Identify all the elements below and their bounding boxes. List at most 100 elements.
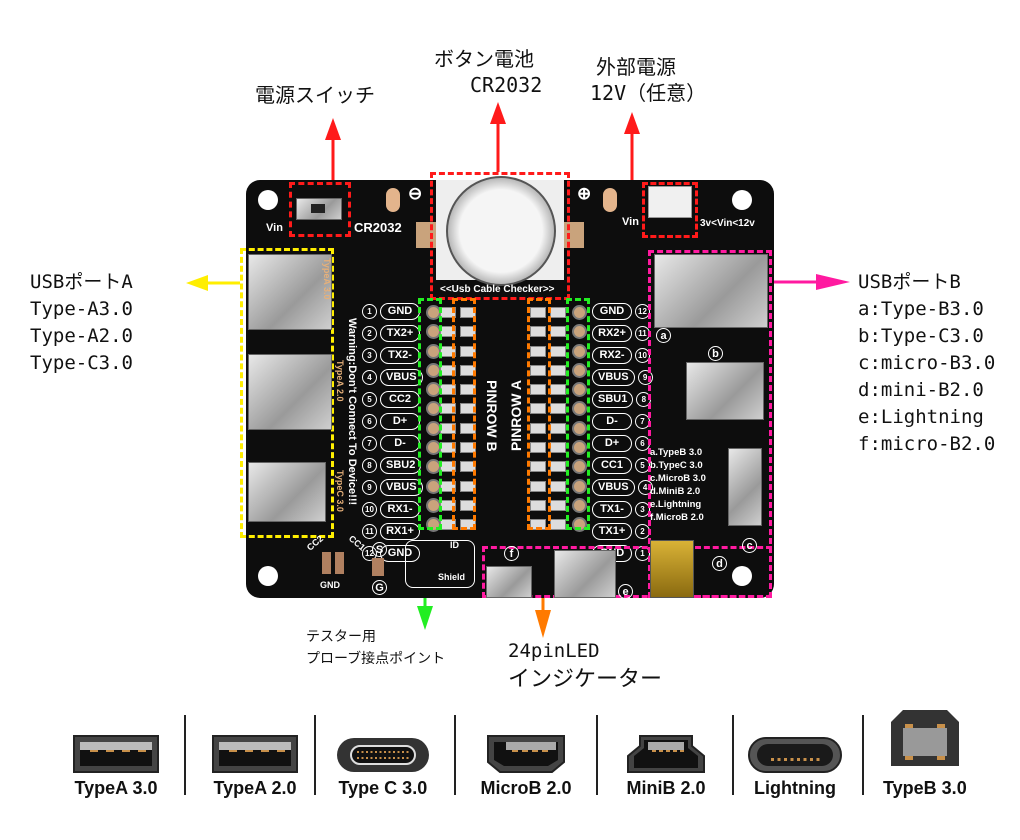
- lightning-port[interactable]: [554, 550, 616, 598]
- usb-port-a-highlight: [240, 248, 334, 538]
- silk-type-a-2-0: TypeA 2.0: [335, 360, 345, 402]
- micro-b-3-0-port[interactable]: [728, 448, 762, 526]
- mini-b-2-0-port[interactable]: [650, 540, 694, 598]
- port-letter-c: c: [742, 538, 757, 553]
- connector-label: MiniB 2.0: [626, 778, 706, 798]
- usb-type-b-icon: [875, 708, 975, 772]
- power-switch[interactable]: [296, 198, 342, 220]
- gnd-label: GND: [320, 580, 340, 590]
- probe-pad[interactable]: [572, 305, 587, 320]
- probe-pad-cell: [572, 420, 587, 440]
- probe-pad[interactable]: [572, 440, 587, 456]
- plus-icon: ⊕: [577, 184, 592, 203]
- led-indicator: [530, 364, 546, 376]
- led-indicator: [550, 461, 566, 473]
- type-b-3-0-port[interactable]: [654, 254, 768, 328]
- pin-number: 5: [362, 391, 377, 407]
- pin-number: 4: [362, 369, 377, 385]
- probe-pad[interactable]: [572, 324, 587, 340]
- probe-pad[interactable]: [572, 382, 587, 398]
- sg-pad: [372, 558, 384, 576]
- external-power-connector[interactable]: [648, 186, 692, 218]
- g-label: G: [372, 580, 387, 595]
- pin-name: VBUS: [380, 478, 423, 496]
- power-switch-arrow: [325, 118, 341, 185]
- led-indicator: [550, 403, 566, 415]
- connector-separator: [454, 715, 456, 795]
- pin-label-row: RX2+11: [592, 322, 656, 344]
- led-indicator: [530, 422, 546, 434]
- switch-vin-label: Vin: [266, 222, 283, 234]
- type-a-3-0-port[interactable]: [248, 254, 332, 330]
- pin-label-row: RX2-10: [592, 344, 656, 366]
- pin-name: TX2-: [380, 346, 420, 364]
- usb-port-a-line: Type-C3.0: [30, 352, 133, 374]
- probe-pad[interactable]: [572, 401, 587, 417]
- probe-pad-cell: [572, 478, 587, 498]
- probe-pad[interactable]: [572, 343, 587, 359]
- battery-callout-subtitle: CR2032: [470, 73, 543, 97]
- led-indicator: [550, 442, 566, 454]
- probe-pad-cell: [572, 324, 587, 343]
- probe-pad[interactable]: [572, 478, 587, 494]
- type-a-2-0-port[interactable]: [248, 354, 332, 430]
- led-indicator: [530, 499, 546, 511]
- solder-pad: [603, 188, 617, 212]
- silk-type-c-3-0: TypeC 3.0: [335, 470, 345, 512]
- cr2032-battery: [446, 176, 556, 286]
- pin-number: 7: [362, 435, 377, 451]
- pin-label-row: TX1+2: [592, 520, 656, 542]
- lightning-icon: [745, 724, 845, 788]
- pin-name: VBUS: [592, 478, 635, 496]
- probe-pad[interactable]: [572, 420, 587, 436]
- legend-line: a.TypeB 3.0: [650, 447, 703, 458]
- probe-pad[interactable]: [572, 459, 587, 475]
- external-power-callout-title: 外部電源: [596, 55, 676, 79]
- usb-port-b-arrow: [774, 274, 850, 290]
- pin-name: GND: [592, 302, 632, 320]
- warning-label: Warning:Don't Connect To Device!!!: [346, 318, 358, 506]
- led-indicator: [550, 345, 566, 357]
- probe-pad-cell: [572, 440, 587, 459]
- usb-port-b-line: f:micro-B2.0: [858, 433, 996, 455]
- probe-pad[interactable]: [572, 362, 587, 378]
- mounting-hole: [258, 190, 278, 210]
- battery-highlight: [430, 172, 570, 300]
- port-b-legend: a.TypeB 3.0 b.TypeC 3.0 c.MicroB 3.0 d.M…: [650, 446, 706, 524]
- pin-name: RX2+: [592, 324, 632, 342]
- micro-b-2-0-port[interactable]: [486, 566, 532, 598]
- id-shield-block: [405, 540, 475, 588]
- type-c-3-0-port[interactable]: [248, 462, 326, 522]
- legend-line: c.MicroB 3.0: [650, 473, 706, 484]
- usb-port-b-line: a:Type-B3.0: [858, 298, 984, 320]
- power-switch-highlight: [289, 182, 351, 237]
- silk-type-a-3-0: TypeA 3.0: [322, 258, 332, 300]
- s-label: S: [372, 542, 387, 557]
- legend-line: f.MicroB 2.0: [650, 512, 704, 523]
- probe-pad-cell: [572, 343, 587, 363]
- pinrow-a-label: PINROW A: [508, 380, 524, 452]
- led-indicator: [550, 326, 566, 338]
- probe-pad-cell: [572, 382, 587, 401]
- led-highlight-a: [527, 298, 551, 530]
- usb-port-b-line: b:Type-C3.0: [858, 325, 984, 347]
- connector-label: MicroB 2.0: [480, 778, 572, 798]
- usb-type-a-icon: [66, 724, 166, 788]
- port-letter-b: b: [708, 346, 723, 361]
- type-c-port-b[interactable]: [686, 362, 764, 420]
- probe-pad[interactable]: [572, 497, 587, 513]
- pinrow-b-label: PINROW B: [484, 380, 500, 452]
- leds-a: [530, 307, 566, 539]
- probe-pads-a: [572, 305, 587, 537]
- pin-name: GND: [380, 302, 420, 320]
- pin-name: TX1-: [592, 500, 632, 518]
- usb-port-a-title: USBポートA: [30, 271, 133, 293]
- led-highlight-b: [452, 298, 476, 530]
- pin-name: SBU1: [592, 390, 634, 408]
